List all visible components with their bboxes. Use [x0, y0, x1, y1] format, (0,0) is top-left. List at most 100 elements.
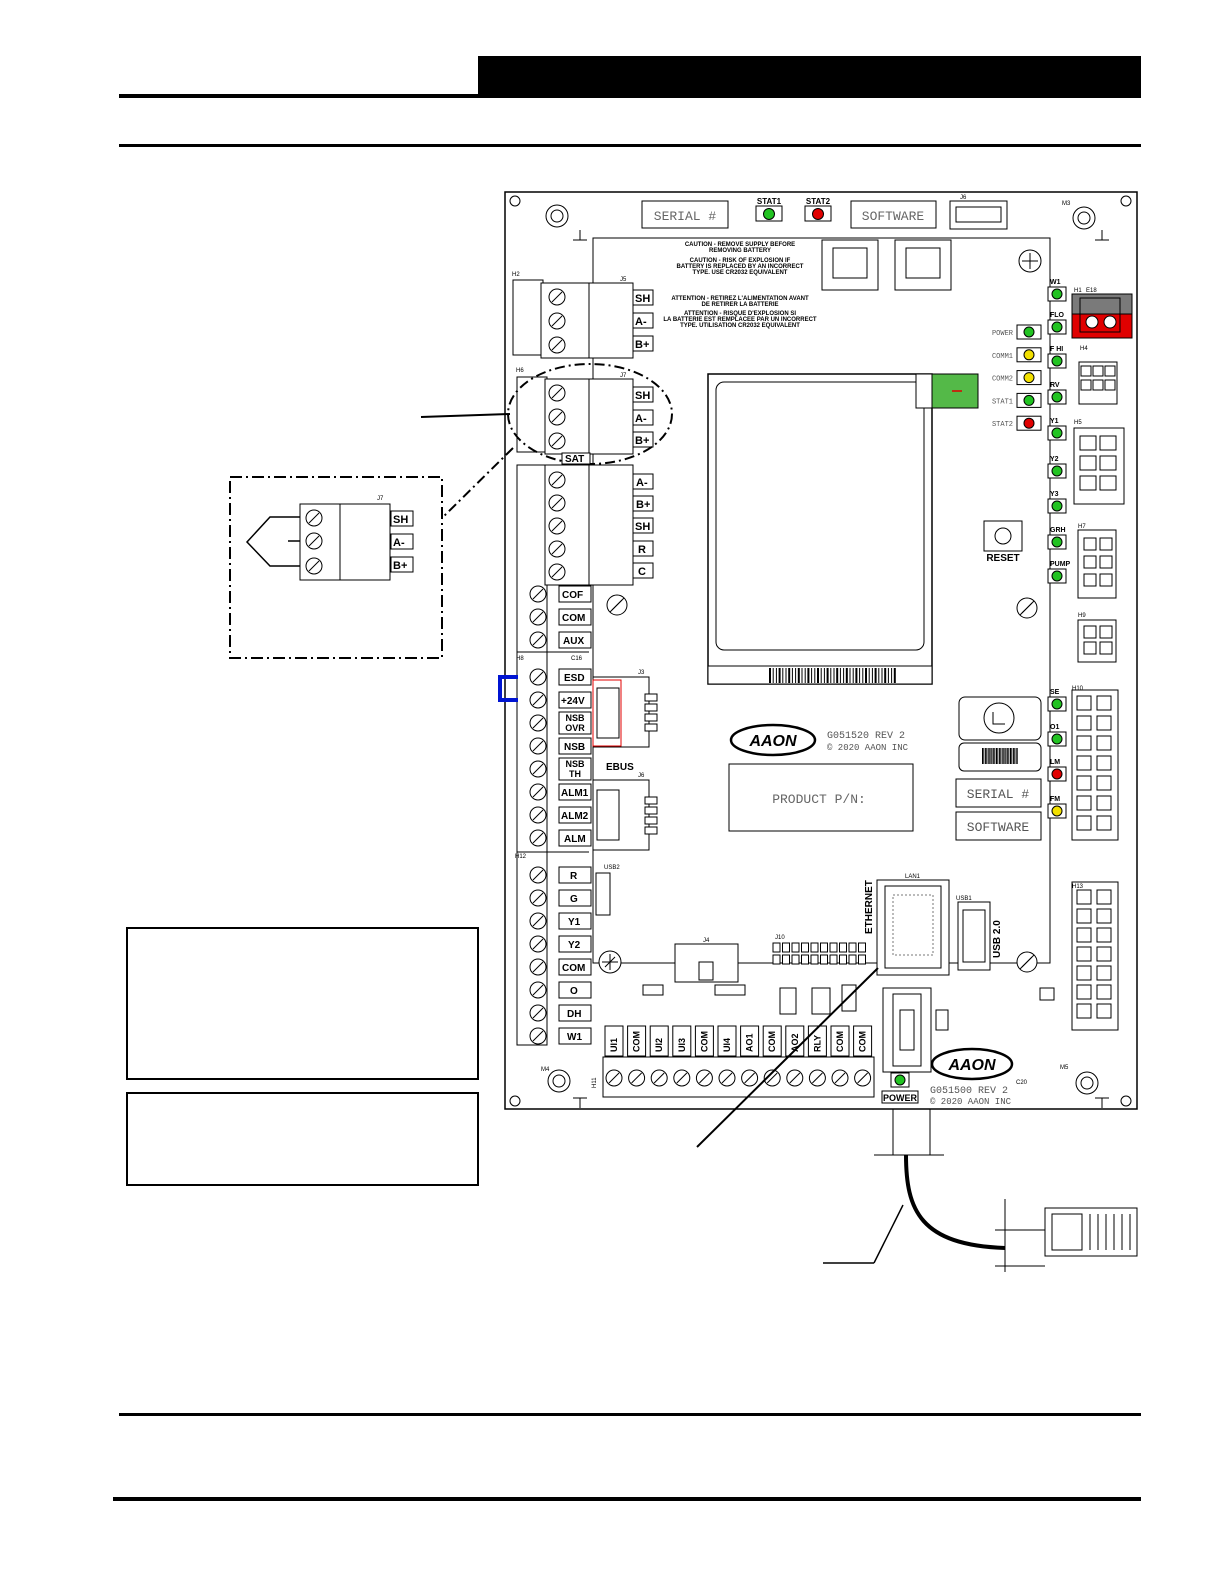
detail-wire — [245, 516, 300, 567]
j6-ebus-socket — [596, 789, 620, 841]
bottom-terminal-slot — [766, 1072, 778, 1084]
software-box-top — [850, 200, 937, 229]
stat1-top-label: STAT1 — [757, 197, 782, 206]
bottom-terminal-ao2: AO2 — [790, 1033, 800, 1052]
barcode-bar — [1008, 748, 1010, 764]
h10-pin — [1096, 735, 1112, 751]
j10-pin — [839, 942, 847, 953]
h13-pin — [1076, 889, 1092, 905]
h13-pin — [1096, 984, 1112, 1000]
j10-pin — [848, 942, 857, 953]
serial-label-lower: SERIAL # — [967, 787, 1030, 802]
usb2-connector — [595, 872, 611, 916]
j10-pin — [791, 942, 800, 953]
barcode-bar — [1015, 748, 1017, 764]
screw-slot — [551, 497, 563, 509]
j10-pin — [791, 954, 800, 965]
right-led — [1051, 805, 1063, 817]
bottom-terminal-ui3: UI3 — [677, 1038, 687, 1052]
h10-pin — [1076, 815, 1092, 831]
callout-box-upper — [126, 927, 479, 1080]
display-ribbon-lines — [769, 668, 896, 683]
terminal-nsb-ovr: NSB OVR — [565, 713, 585, 733]
h10-pin — [1076, 695, 1092, 711]
screw-slot — [532, 915, 544, 927]
h7-label: H7 — [1078, 524, 1086, 530]
bottom-terminal-com: COM — [835, 1031, 845, 1052]
j10-pin — [858, 954, 866, 965]
barcode-bar — [1003, 748, 1004, 764]
h2-header — [512, 279, 544, 356]
sat-label-box — [561, 452, 591, 465]
bottom-terminal-strip — [602, 1056, 875, 1098]
screw-slot — [308, 535, 320, 547]
j10-pin — [858, 942, 866, 953]
h10-pin — [1096, 795, 1112, 811]
h13-pin — [1076, 908, 1092, 924]
terminal-24v: +24V — [561, 696, 585, 707]
screw-slot — [1021, 602, 1033, 614]
bottom-terminal-com: COM — [632, 1031, 642, 1052]
terminal-group-c: R G Y1 Y2 COM O DH W1 — [529, 866, 592, 1045]
j6-header-inner — [955, 206, 1002, 223]
header-rule-left — [119, 94, 479, 98]
header-bar — [478, 56, 1141, 98]
m3-label: M3 — [1062, 201, 1071, 207]
status-led-comm2 — [1023, 372, 1035, 384]
screw-slot — [532, 786, 544, 798]
bottom-terminal-label-box — [717, 1025, 737, 1057]
bottom-terminal-ui2: UI2 — [654, 1038, 664, 1052]
detail-pin-a: A- — [393, 537, 405, 549]
barcode-label — [958, 742, 1042, 772]
j5-label: J5 — [620, 277, 627, 283]
h13-pin — [1096, 927, 1112, 943]
right-led-label: LM — [1050, 759, 1060, 766]
c20-label: C20 — [1016, 1080, 1028, 1086]
j7-pin-labels: SH A- B+ — [632, 386, 654, 448]
screw-top-right-cross — [1022, 253, 1038, 269]
esd-jumper — [498, 675, 518, 702]
reset-button-cap[interactable] — [994, 527, 1012, 545]
barcode-bar — [982, 748, 984, 764]
right-led — [1051, 698, 1063, 710]
serial-box-top — [641, 200, 729, 229]
bottom-terminal-label-box — [627, 1025, 647, 1057]
caution-line-4: BATTERY IS REPLACED BY AN INCORRECT — [677, 264, 804, 270]
j5-body — [588, 282, 634, 359]
bottom-terminal-ui4: UI4 — [722, 1038, 732, 1052]
j3-socket — [596, 687, 620, 739]
barcode-bar — [1007, 748, 1009, 764]
screw-slot — [532, 763, 544, 775]
detail-body — [339, 503, 391, 581]
right-led — [1051, 570, 1063, 582]
footer-rule-top — [119, 1413, 1141, 1416]
power-label: POWER — [883, 1093, 918, 1103]
screw-slot — [604, 956, 616, 968]
h13-label: H13 — [1072, 884, 1084, 890]
h10-label: H10 — [1072, 686, 1084, 692]
bottom-terminal-slot — [744, 1072, 755, 1084]
screw-slot — [308, 560, 320, 572]
display-tab — [915, 373, 933, 409]
h10-pin — [1076, 755, 1092, 771]
terminal-nsb: NSB — [564, 742, 585, 753]
bottom-terminal-label-box — [694, 1025, 714, 1057]
power-label-box — [881, 1090, 919, 1104]
power-led — [894, 1074, 906, 1086]
pcb-copyright-lower: © 2020 AAON INC — [930, 1097, 1012, 1107]
terminal-cof: COF — [562, 590, 583, 601]
barcode-bar — [998, 748, 1000, 764]
status-led-stat1 — [1023, 394, 1035, 406]
barcode-bar — [987, 748, 989, 764]
ethernet-leader-line — [696, 967, 879, 1148]
j10-pin — [829, 942, 838, 953]
terminal-com-c: COM — [562, 963, 585, 974]
h1-label: H1 — [1074, 288, 1082, 294]
pcb-rev-lower: G051500 REV 2 — [930, 1086, 1008, 1097]
h8-label: H8 — [516, 656, 524, 662]
screw-slot — [532, 984, 544, 996]
screw-slot — [532, 869, 544, 881]
j8-pin-a: A- — [636, 477, 648, 489]
right-led — [1051, 768, 1063, 780]
